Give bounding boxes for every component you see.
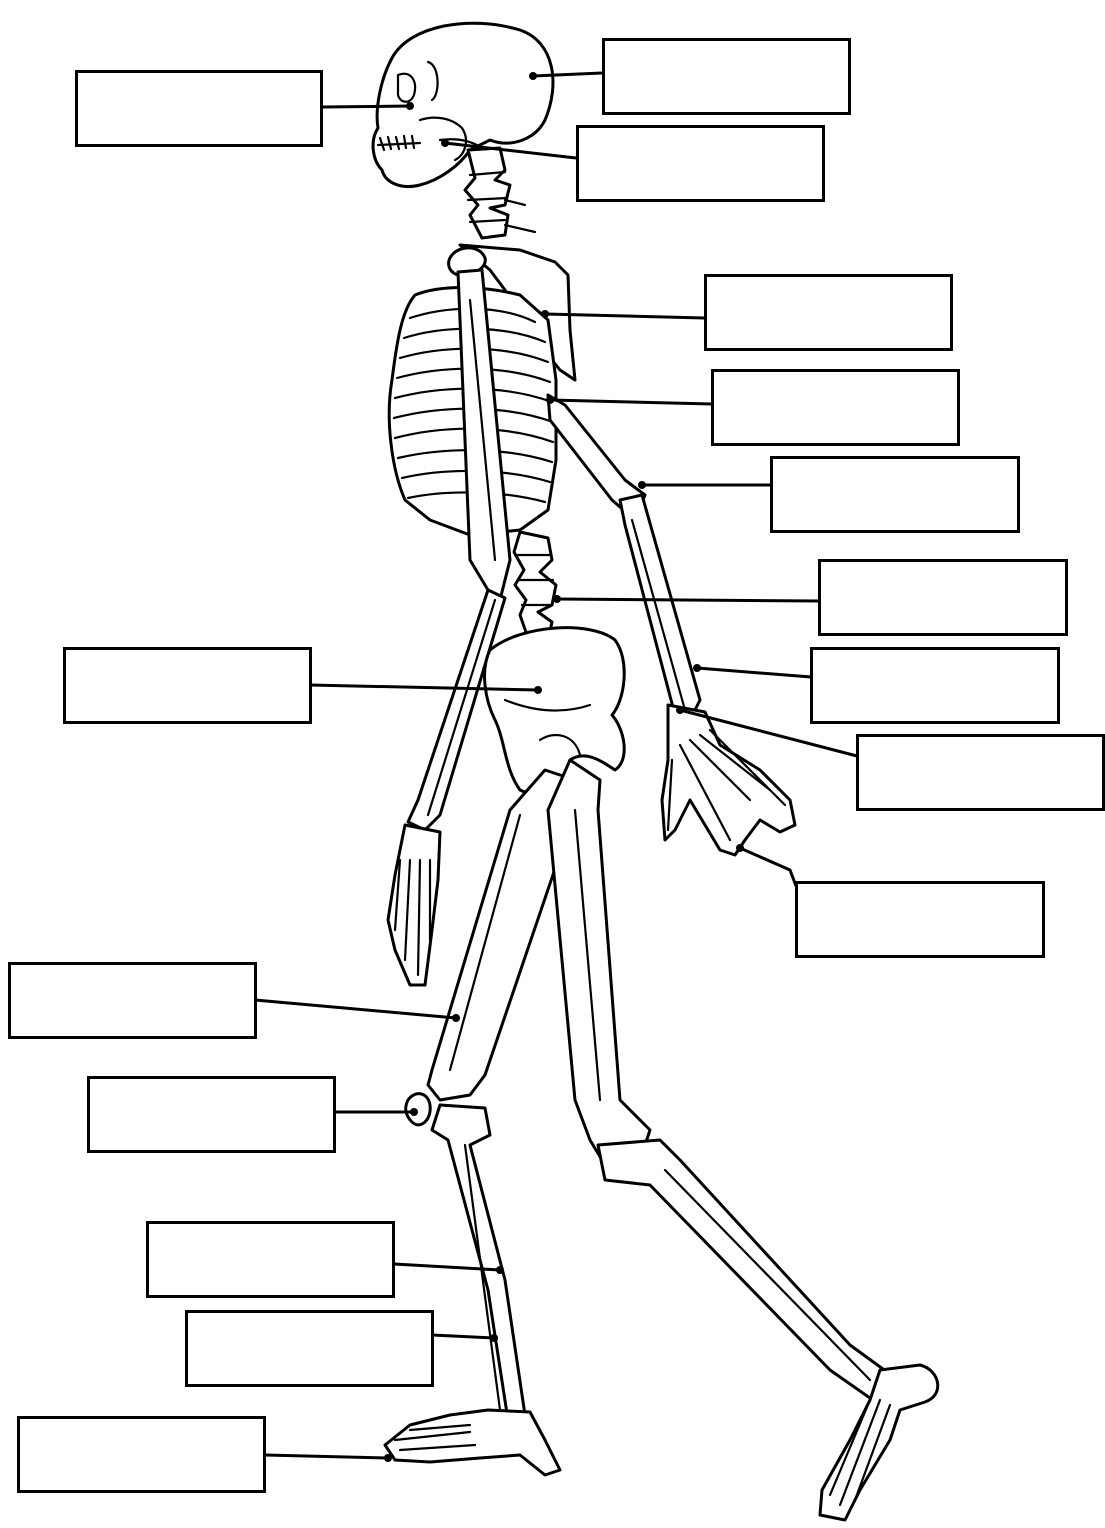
pointer-dot: [410, 1108, 418, 1116]
pointer-dot: [534, 686, 542, 694]
pointer-dot: [490, 1334, 498, 1342]
label-box-cranium[interactable]: [602, 38, 851, 115]
pelvis: [485, 628, 625, 794]
pointer-dot: [529, 72, 537, 80]
label-box-foot[interactable]: [17, 1416, 266, 1493]
label-box-mandible[interactable]: [576, 125, 825, 202]
leader-radius-ulna: [697, 668, 811, 677]
label-box-skull-front[interactable]: [75, 70, 323, 147]
pointer-dot: [546, 396, 554, 404]
leader-phalanges-hand: [740, 848, 796, 886]
pointer-dot: [406, 102, 414, 110]
pointer-dot: [441, 139, 449, 147]
leader-foot: [265, 1455, 388, 1458]
label-box-vertebrae[interactable]: [818, 559, 1068, 636]
label-box-phalanges-hand[interactable]: [795, 881, 1045, 958]
pointer-dot: [452, 1014, 460, 1022]
label-box-tibia[interactable]: [146, 1221, 395, 1298]
pointer-dot: [496, 1266, 504, 1274]
leader-fibula: [432, 1335, 494, 1338]
label-box-ribs[interactable]: [711, 369, 960, 446]
leader-vertebrae: [557, 599, 819, 601]
label-box-humerus-elbow[interactable]: [770, 456, 1020, 533]
pointer-dot: [541, 310, 549, 318]
label-box-patella[interactable]: [87, 1076, 336, 1153]
leader-skull-front: [322, 106, 410, 107]
leader-femur: [255, 1000, 456, 1018]
label-box-radius-ulna[interactable]: [810, 647, 1060, 724]
label-box-pelvis[interactable]: [63, 647, 312, 724]
pointer-dot: [736, 844, 744, 852]
label-box-fibula[interactable]: [185, 1310, 434, 1387]
cervical-spine: [465, 148, 535, 238]
pointer-dot: [384, 1454, 392, 1462]
label-box-femur[interactable]: [8, 962, 257, 1039]
pointer-dot: [553, 595, 561, 603]
pointer-dot: [693, 664, 701, 672]
lumbar-spine: [514, 532, 556, 640]
label-box-scapula[interactable]: [704, 274, 953, 351]
pointer-dot: [638, 481, 646, 489]
pointer-dot: [676, 706, 684, 714]
back-leg: [548, 760, 938, 1520]
leader-ribs: [550, 400, 712, 404]
label-box-carpals[interactable]: [856, 734, 1105, 811]
